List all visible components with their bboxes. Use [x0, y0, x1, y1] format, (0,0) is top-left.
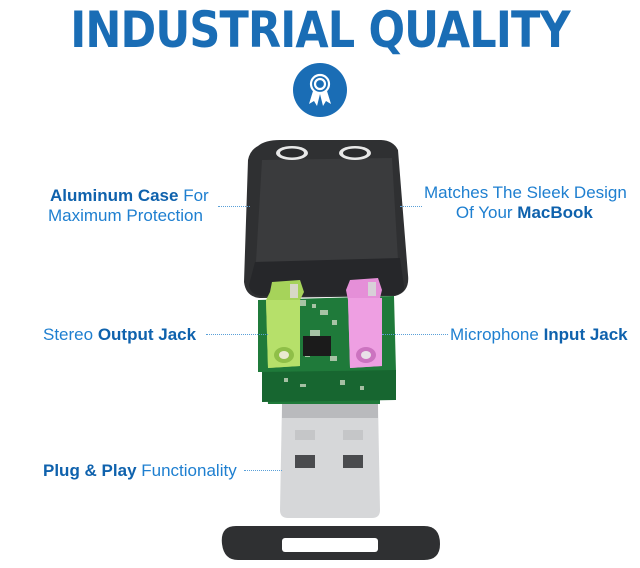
design-leader-line — [400, 206, 422, 207]
usb-plug — [280, 404, 380, 518]
output-jack — [266, 280, 304, 368]
callout-design-emphasis: MacBook — [517, 203, 593, 222]
callout-input-pre: Microphone — [450, 325, 544, 344]
page-title: INDUSTRIAL QUALITY — [70, 1, 570, 59]
callout-plug-and-play: Plug & Play Functionality — [43, 461, 237, 481]
output-leader-line — [206, 334, 268, 335]
callout-case-line2: Maximum Protection — [48, 206, 203, 225]
input-leader-line — [382, 334, 448, 335]
callout-design-rest: Of Your — [455, 203, 518, 222]
input-jack — [346, 278, 382, 368]
callout-input-jack: Microphone Input Jack — [450, 325, 628, 345]
callout-sleek-design: Matches The Sleek Design Of Your MacBook — [424, 183, 627, 223]
callout-output-emphasis: Output Jack — [97, 325, 197, 344]
award-ribbon-icon — [293, 63, 347, 117]
callout-output-jack: Stereo Output Jack — [43, 325, 196, 345]
callout-aluminum-case: Aluminum Case For Maximum Protection — [48, 186, 209, 226]
case-leader-line — [218, 206, 250, 207]
callout-output-pre: Stereo — [43, 325, 98, 344]
callout-plug-emphasis: Plug & Play — [43, 461, 137, 480]
callout-design-line1: Matches The Sleek Design — [424, 183, 627, 202]
usb-cap — [221, 526, 440, 560]
callout-case-emphasis: Aluminum Case — [50, 186, 179, 205]
callout-case-rest: For — [178, 186, 209, 205]
aluminum-case — [244, 140, 409, 298]
plug-leader-line — [244, 470, 282, 471]
callout-plug-rest: Functionality — [136, 461, 237, 480]
callout-input-emphasis: Input Jack — [543, 325, 628, 344]
